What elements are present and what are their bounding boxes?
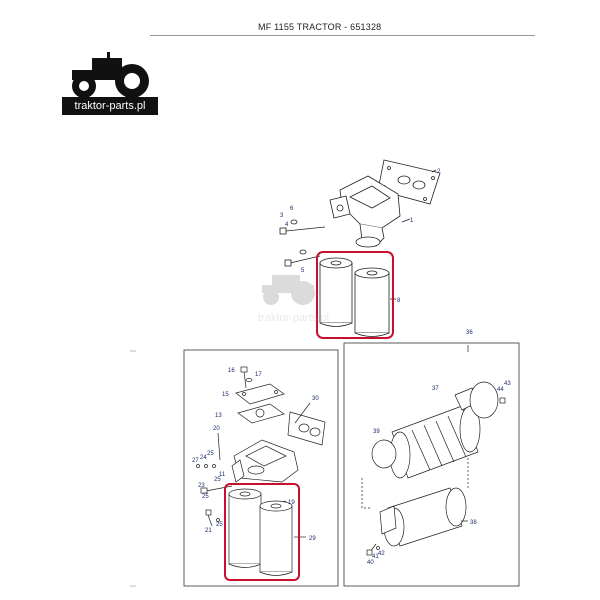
bolts-40-41-42[interactable]	[366, 543, 380, 556]
part-number-label[interactable]: 16	[228, 368, 235, 374]
part-number-label[interactable]: 2	[437, 169, 441, 175]
part-number-label[interactable]: 25	[202, 494, 209, 500]
clip-44[interactable]	[499, 397, 506, 404]
watermark-tractor-icon	[262, 275, 315, 305]
part-number-label[interactable]: 17	[255, 372, 262, 378]
gasket-13[interactable]	[237, 403, 285, 424]
part-number-label[interactable]: 6	[290, 206, 294, 212]
part-number-label[interactable]: 3	[280, 213, 284, 219]
seal-39[interactable]	[371, 439, 397, 469]
watermark: traktor-parts.pl	[258, 275, 329, 324]
bolt-16[interactable]	[240, 366, 248, 389]
part-number-label[interactable]: 41	[372, 554, 379, 560]
part-number-label[interactable]: 5	[301, 268, 305, 274]
logo-text: traktor-parts.pl	[62, 97, 158, 115]
part-number-label[interactable]: 24	[200, 455, 207, 461]
part-number-label[interactable]: 27	[192, 458, 199, 464]
right-assembly-frame	[343, 342, 520, 587]
filter-element-29a[interactable]	[228, 488, 262, 568]
part-number-label[interactable]: 1	[410, 218, 414, 224]
filter-element-29b[interactable]	[259, 500, 293, 576]
part-number-label[interactable]: 42	[378, 551, 385, 557]
part-number-label[interactable]: 25	[214, 477, 221, 483]
part-number-label[interactable]: 15	[222, 392, 229, 398]
bolt-5[interactable]	[284, 255, 321, 267]
cover-15[interactable]	[235, 383, 285, 405]
left-assembly	[196, 366, 326, 576]
bolt-3[interactable]	[279, 226, 326, 235]
left-assembly-frame	[183, 349, 339, 587]
part-number-label[interactable]: 36	[466, 330, 473, 336]
part-number-label[interactable]: 8	[397, 298, 401, 304]
part-number-label[interactable]: 19	[288, 500, 295, 506]
fittings-27-24-25[interactable]	[196, 464, 216, 468]
bolt-23[interactable]	[200, 485, 233, 494]
part-number-label[interactable]: 43	[504, 381, 511, 387]
right-assembly	[361, 345, 506, 556]
filter-element-8a[interactable]	[319, 257, 353, 327]
part-number-label[interactable]: 4	[285, 222, 289, 228]
part-number-label[interactable]: 25	[216, 522, 223, 528]
filter-head-11[interactable]	[231, 439, 299, 483]
title-divider	[150, 35, 535, 36]
fittings-21-25[interactable]	[205, 509, 220, 527]
stud-20[interactable]	[217, 432, 221, 461]
part-number-label[interactable]: 21	[205, 528, 212, 534]
highlight-box-left	[224, 483, 300, 581]
watermark-text: traktor-parts.pl	[258, 312, 329, 324]
filter-element-8b[interactable]	[354, 267, 390, 337]
highlight-box-top	[316, 251, 394, 339]
part-number-label[interactable]: 30	[312, 396, 319, 402]
part-number-label[interactable]: 44	[497, 387, 504, 393]
part-number-label[interactable]: 20	[213, 426, 220, 432]
part-number-label[interactable]: 38	[470, 520, 477, 526]
washer-6[interactable]	[299, 249, 307, 255]
part-numbers: 1 2 3 4 5 6 8 11 13 15 16 17 19 20 21 23…	[192, 169, 511, 566]
washer-4[interactable]	[290, 219, 298, 225]
part-number-label[interactable]: 25	[207, 451, 214, 457]
part-number-label[interactable]: 40	[367, 560, 374, 566]
part-number-label[interactable]: 37	[432, 386, 439, 392]
part-number-label[interactable]: 11	[219, 472, 226, 478]
page-title: MF 1155 TRACTOR - 651328	[258, 22, 382, 32]
tractor-icon	[72, 52, 149, 98]
filter-head-1[interactable]	[329, 175, 401, 248]
part-number-label[interactable]: 23	[198, 483, 205, 489]
brand-logo[interactable]: traktor-parts.pl	[62, 50, 158, 116]
part-number-label[interactable]: 39	[373, 429, 380, 435]
gasket-43[interactable]	[469, 381, 499, 419]
part-number-label[interactable]: 29	[309, 536, 316, 542]
part-number-label[interactable]: 13	[215, 413, 222, 419]
washer-17[interactable]	[245, 378, 253, 382]
top-assembly	[279, 159, 441, 337]
air-cleaner-37[interactable]	[389, 387, 481, 479]
gasket-30[interactable]	[287, 411, 326, 446]
dust-cup-38[interactable]	[379, 487, 467, 547]
